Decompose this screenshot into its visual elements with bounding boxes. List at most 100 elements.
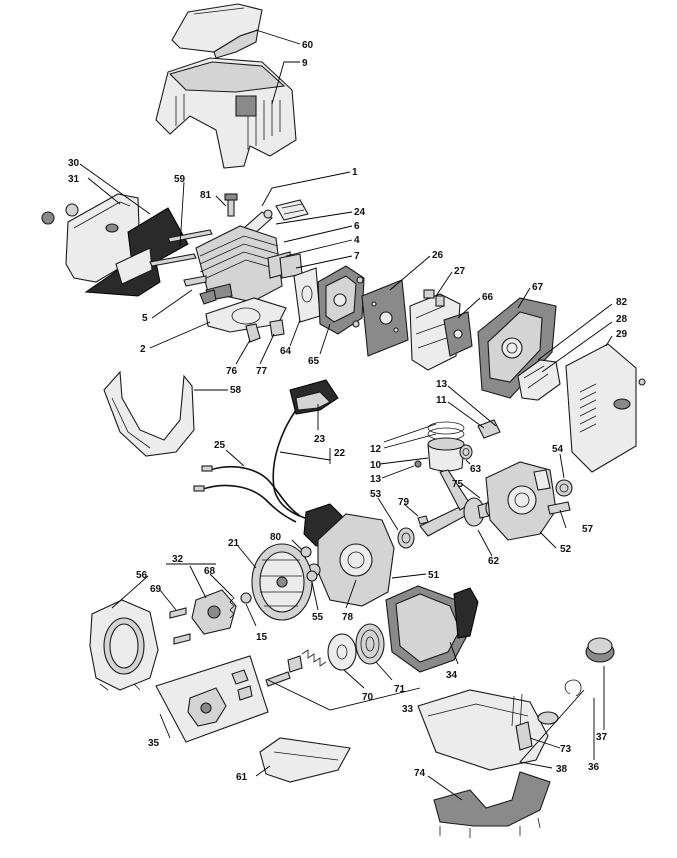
callout-67: 67 <box>532 282 544 293</box>
part-35-clutch-shoe-assembly <box>155 655 269 743</box>
callout-30: 30 <box>68 158 80 169</box>
callout-33: 33 <box>402 704 414 715</box>
part-11-wrist-pin <box>477 419 501 439</box>
part-58-lower-shroud <box>103 370 195 457</box>
callout-2: 2 <box>140 344 146 355</box>
callout-77: 77 <box>256 366 268 377</box>
part-73-fuel-line <box>511 693 533 751</box>
part-24-gasket <box>275 199 309 221</box>
part-13-circlip <box>414 460 422 468</box>
part-57-pin <box>547 501 571 515</box>
callout-52: 52 <box>560 544 572 555</box>
part-77-clip <box>269 319 285 337</box>
part-36-fuel-tank <box>417 689 559 771</box>
leader-lines <box>79 29 613 801</box>
callout-54: 54 <box>552 444 564 455</box>
callout-74: 74 <box>414 768 426 779</box>
callout-80: 80 <box>270 532 282 543</box>
part-74-tank-bracket <box>433 771 551 838</box>
part-60-top-cap <box>171 3 263 59</box>
callout-15: 15 <box>256 632 268 643</box>
part-81-bolt <box>224 193 238 217</box>
callout-59: 59 <box>174 174 186 185</box>
part-9-engine-shroud <box>155 57 297 169</box>
callout-24: 24 <box>354 207 366 218</box>
part-55-washer <box>306 570 318 582</box>
callout-12: 12 <box>370 444 382 455</box>
part-51-starter-housing <box>385 585 479 673</box>
part-26-gasket-plate <box>361 279 409 357</box>
part-23-ignition-coil <box>289 379 339 415</box>
callout-7: 7 <box>354 251 360 262</box>
starter-spring-screw <box>265 649 327 687</box>
part-64-gasket <box>293 267 321 323</box>
callout-68: 68 <box>204 566 216 577</box>
callout-38: 38 <box>556 764 568 775</box>
callout-9: 9 <box>302 58 308 69</box>
part-27-carburetor <box>409 289 461 371</box>
callout-69: 69 <box>150 584 162 595</box>
callout-71: 71 <box>394 684 406 695</box>
part-30-muffler-bracket <box>84 207 189 297</box>
callout-32: 32 <box>172 554 184 565</box>
callout-36: 36 <box>588 762 600 773</box>
part-25-stop-wires <box>193 465 301 523</box>
part-10-piston <box>427 437 465 472</box>
callout-61: 61 <box>236 772 248 783</box>
part-15-washer <box>240 592 252 604</box>
callout-21: 21 <box>228 538 240 549</box>
callout-55: 55 <box>312 612 324 623</box>
callout-35: 35 <box>148 738 160 749</box>
callout-82: 82 <box>616 297 628 308</box>
callout-56: 56 <box>136 570 148 581</box>
part-28-filter-element <box>517 359 561 401</box>
callout-11: 11 <box>436 395 447 406</box>
part-52-crankcase <box>485 461 557 541</box>
part-29-air-filter-cover <box>565 343 646 473</box>
callout-10: 10 <box>370 460 382 471</box>
part-56-clutch-housing <box>89 599 159 691</box>
callout-22: 22 <box>334 448 346 459</box>
callout-13b: 13 <box>370 474 382 485</box>
callout-1: 1 <box>352 167 358 178</box>
callout-25: 25 <box>214 440 226 451</box>
part-21-flywheel <box>251 543 313 621</box>
callout-60: 60 <box>302 40 314 51</box>
part-61-bottom-guard <box>259 737 351 783</box>
part-79-key <box>417 515 429 525</box>
part-70-pulley <box>327 633 357 671</box>
callout-6: 6 <box>354 221 360 232</box>
callout-63: 63 <box>470 464 482 475</box>
callout-29: 29 <box>616 329 628 340</box>
part-78-crankcase <box>307 513 395 607</box>
part-80-nut <box>300 546 312 558</box>
callout-5: 5 <box>142 313 148 324</box>
callout-13a: 13 <box>436 379 448 390</box>
callout-65: 65 <box>308 356 320 367</box>
callout-79: 79 <box>398 497 410 508</box>
part-53-bearing <box>397 527 415 549</box>
callout-73: 73 <box>560 744 572 755</box>
callout-78: 78 <box>342 612 354 623</box>
callout-76: 76 <box>226 366 238 377</box>
callout-labels: 60 9 30 31 59 81 1 24 6 4 7 26 27 66 67 … <box>68 40 628 783</box>
part-31-muffler <box>41 193 141 283</box>
part-68-spring <box>229 593 235 619</box>
part-1-spark-plug <box>243 209 273 235</box>
part-37-fuel-cap <box>564 637 615 697</box>
part-5-nuts <box>183 275 217 305</box>
callout-4: 4 <box>354 235 360 246</box>
callout-70: 70 <box>362 692 374 703</box>
callout-23: 23 <box>314 434 326 445</box>
part-59-stud <box>149 229 213 267</box>
part-67-air-filter-base <box>477 297 557 399</box>
callout-28: 28 <box>616 314 628 325</box>
callout-26: 26 <box>432 250 444 261</box>
callout-37: 37 <box>596 732 608 743</box>
callout-53: 53 <box>370 489 382 500</box>
part-66-gasket <box>443 311 473 357</box>
callout-75: 75 <box>452 479 464 490</box>
callout-27: 27 <box>454 266 466 277</box>
part-76-clip <box>245 323 261 343</box>
